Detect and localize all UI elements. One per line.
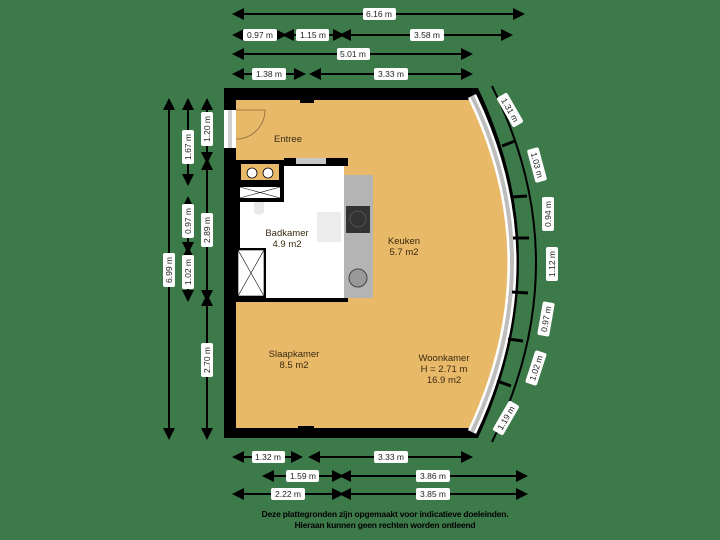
room-area-badkamer: 4.9 m2 [272, 239, 301, 250]
room-label-keuken: Keuken [388, 236, 420, 247]
svg-text:1.12 m: 1.12 m [547, 251, 557, 277]
room-label-woonkamer: Woonkamer [418, 353, 469, 364]
room-height-woonkamer: H = 2.71 m [421, 364, 468, 375]
svg-text:0.97 m: 0.97 m [247, 30, 273, 40]
svg-text:1.59 m: 1.59 m [290, 471, 316, 481]
left-dimension-labels: 6.99 m 1.67 m 0.97 m 1.02 m 1.20 m 2.89 … [163, 112, 213, 377]
svg-text:0.97 m: 0.97 m [539, 305, 553, 332]
svg-text:3.86 m: 3.86 m [420, 471, 446, 481]
svg-text:1.19 m: 1.19 m [495, 404, 517, 432]
disclaimer: Deze plattegronden zijn opgemaakt voor i… [200, 509, 570, 531]
room-label-slaapkamer: Slaapkamer [269, 349, 320, 360]
svg-text:3.33 m: 3.33 m [378, 452, 404, 462]
svg-text:1.67 m: 1.67 m [183, 134, 193, 160]
entrance-door[interactable] [224, 109, 266, 148]
svg-text:3.58 m: 3.58 m [414, 30, 440, 40]
top-dimension-labels: 6.16 m 0.97 m 1.15 m 3.58 m 5.01 m 1.38 … [243, 8, 444, 80]
svg-text:2.89 m: 2.89 m [202, 217, 212, 243]
svg-text:6.16 m: 6.16 m [366, 9, 392, 19]
meter-cupboard [236, 160, 284, 202]
disclaimer-line-2: Hieraan kunnen geen rechten worden ontle… [294, 520, 476, 530]
room-area-slaapkamer: 8.5 m2 [279, 360, 308, 371]
curved-dimension-lines [491, 85, 537, 443]
svg-text:1.20 m: 1.20 m [202, 116, 212, 142]
svg-text:6.99 m: 6.99 m [164, 257, 174, 283]
bathroom [236, 158, 348, 302]
svg-text:1.32 m: 1.32 m [255, 452, 281, 462]
curved-window [467, 94, 529, 434]
svg-text:0.97 m: 0.97 m [183, 208, 193, 234]
svg-text:1.02 m: 1.02 m [183, 259, 193, 285]
top-dimension-lines [232, 8, 525, 80]
disclaimer-line-1: Deze plattegronden zijn opgemaakt voor i… [261, 509, 509, 519]
svg-text:0.94 m: 0.94 m [543, 201, 553, 227]
svg-text:1.15 m: 1.15 m [300, 30, 326, 40]
svg-text:3.85 m: 3.85 m [420, 489, 446, 499]
room-label-entree: Entree [274, 134, 302, 145]
kitchen-counter [344, 175, 373, 298]
room-label-badkamer: Badkamer [265, 228, 308, 239]
svg-text:1.38 m: 1.38 m [256, 69, 282, 79]
room-area-keuken: 5.7 m2 [389, 247, 418, 258]
room-area-woonkamer: 16.9 m2 [427, 375, 461, 386]
svg-text:3.33 m: 3.33 m [378, 69, 404, 79]
svg-text:2.70 m: 2.70 m [202, 347, 212, 373]
svg-text:2.22 m: 2.22 m [275, 489, 301, 499]
svg-text:5.01 m: 5.01 m [340, 49, 366, 59]
bottom-dimension-labels: 1.32 m 3.33 m 1.59 m 3.86 m 2.22 m 3.85 … [252, 451, 450, 500]
